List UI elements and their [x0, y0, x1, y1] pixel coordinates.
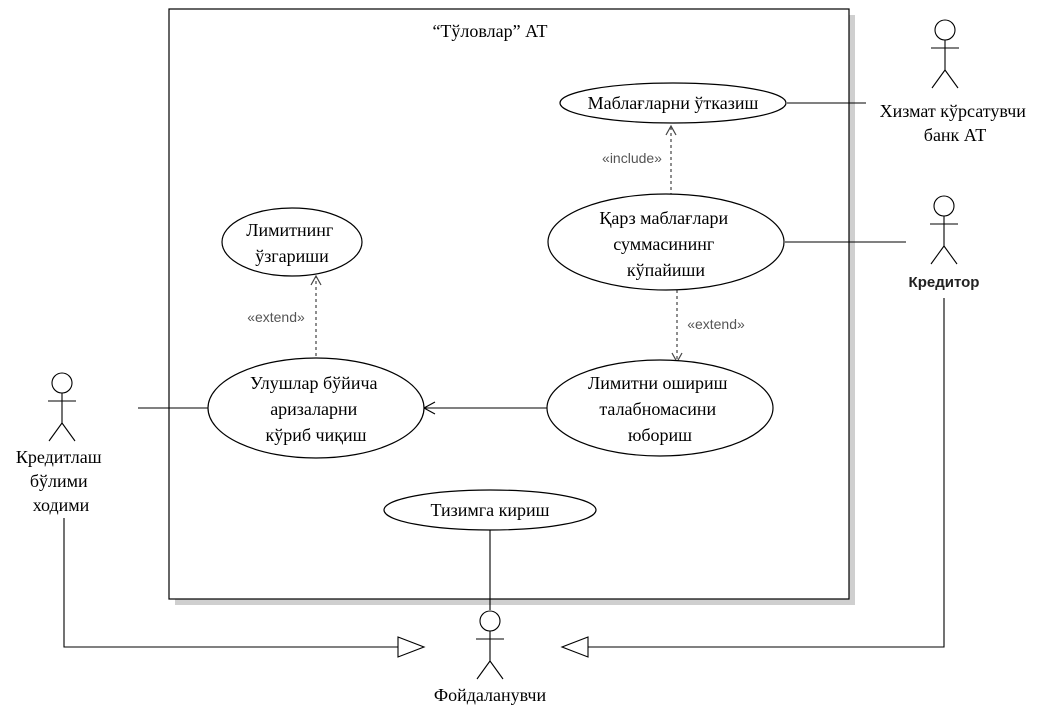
generalization-creditor-line	[588, 298, 945, 648]
usecase-limit-change-label: Лимитнинг ўзгариши	[246, 220, 338, 266]
usecase-login-shape	[383, 489, 597, 531]
actor-bank-label: Хизмат кўрсатувчи банк АТ	[880, 101, 1031, 145]
usecase-limit-change[interactable]: Лимитнинг ўзгариши	[221, 207, 363, 277]
usecase-review[interactable]: Улушлар бўйича аризаларни кўриб чиқиш	[207, 357, 425, 459]
generalization-employee-triangle	[397, 636, 426, 658]
relations	[63, 102, 945, 658]
actor-user-icon	[476, 610, 504, 680]
usecase-review-shape	[207, 357, 425, 459]
include-label: «include»	[602, 150, 662, 166]
usecase-send-request-label: Лимитни ошириш талабномасини юбориш	[588, 373, 732, 445]
actor-user-label: Фойдаланувчи	[434, 685, 547, 705]
actor-employee[interactable]: Кредитлаш бўлими ходими	[16, 372, 106, 515]
usecase-transfer-label: Маблағларни ўтказиш	[588, 93, 759, 113]
usecase-send-request-shape	[546, 359, 774, 457]
system-title: “Тўловлар” АТ	[432, 21, 547, 41]
usecase-limit-change-shape	[221, 207, 363, 277]
generalization-employee-line	[63, 518, 398, 648]
actor-employee-label: Кредитлаш бўлими ходими	[16, 447, 106, 515]
usecase-increase[interactable]: Қарз маблағлари суммасининг кўпайиши	[547, 193, 785, 291]
usecase-send-request[interactable]: Лимитни ошириш талабномасини юбориш	[546, 359, 774, 457]
extend-label-left: «extend»	[247, 309, 305, 325]
actor-bank[interactable]: Хизмат кўрсатувчи банк АТ	[880, 19, 1031, 145]
generalization-creditor-triangle	[560, 636, 589, 658]
actor-user[interactable]: Фойдаланувчи	[434, 610, 547, 705]
actor-creditor-icon	[930, 195, 958, 265]
extend-label-right: «extend»	[687, 316, 745, 332]
usecase-increase-shape	[547, 193, 785, 291]
usecase-transfer-shape	[559, 82, 787, 124]
usecase-review-label: Улушлар бўйича аризаларни кўриб чиқиш	[250, 373, 382, 445]
actor-employee-icon	[48, 372, 76, 442]
usecase-login[interactable]: Тизимга кириш	[383, 489, 597, 531]
usecase-increase-label: Қарз маблағлари суммасининг кўпайиши	[599, 208, 732, 280]
actor-bank-icon	[931, 19, 959, 89]
actor-creditor-label: Кредитор	[909, 274, 980, 291]
usecase-login-label: Тизимга кириш	[430, 500, 549, 520]
actor-creditor[interactable]: Кредитор	[909, 195, 980, 291]
usecase-transfer[interactable]: Маблағларни ўтказиш	[559, 82, 787, 124]
